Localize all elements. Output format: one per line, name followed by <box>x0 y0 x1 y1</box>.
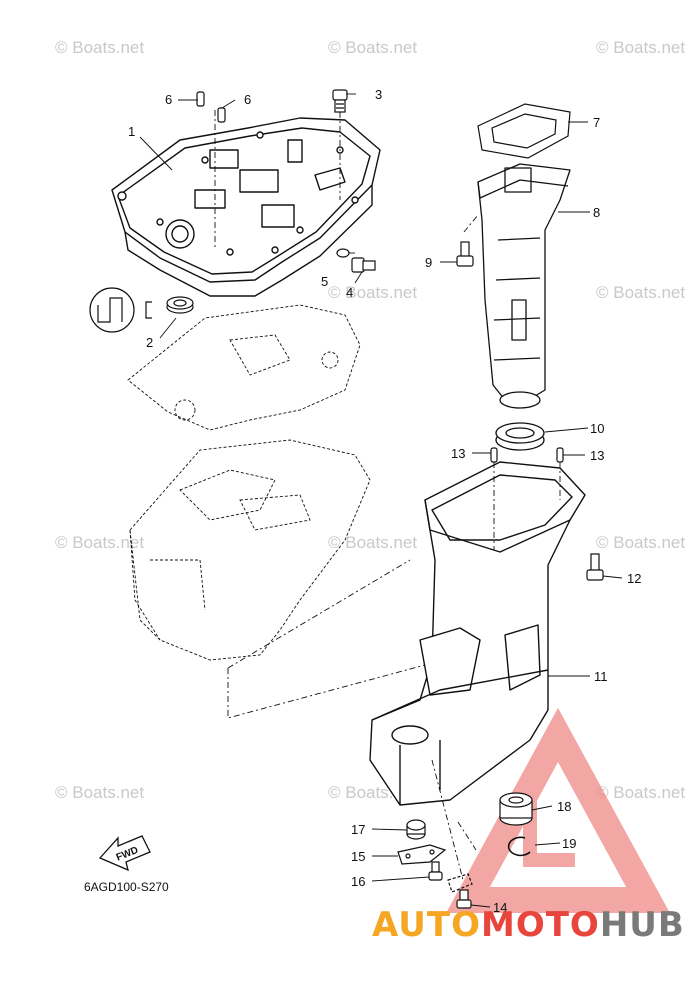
callout-label: 11 <box>594 669 608 684</box>
grommet-part <box>499 792 533 826</box>
callout-label: 15 <box>351 849 365 864</box>
grommet-small-part <box>406 819 426 840</box>
callout-label: 19 <box>562 836 576 851</box>
callout-label: 1 <box>128 124 135 139</box>
casing-gasket-outline <box>127 304 361 431</box>
casing-dashed-outline <box>129 439 371 661</box>
seal-detail-inset <box>89 287 152 333</box>
callout-label: 16 <box>351 874 365 889</box>
watermark: © Boats.net <box>55 783 144 802</box>
anode-bolt-part <box>447 873 473 909</box>
drain-plug-part <box>332 89 348 113</box>
phantom-lines <box>214 110 561 881</box>
watermark: © Boats.net <box>596 533 685 552</box>
callout-label: 17 <box>351 822 365 837</box>
callout-label: 6 <box>244 92 251 107</box>
oil-seal-part <box>166 296 194 314</box>
drawing-code: 6AGD100-S270 <box>84 880 169 894</box>
watermark: © Boats.net <box>328 283 417 302</box>
watermark: © Boats.net <box>596 283 685 302</box>
bolt-part <box>351 257 376 273</box>
svg-text:AUTOMOTOHUB: AUTOMOTOHUB <box>372 905 685 945</box>
leader-lines <box>139 93 623 908</box>
callout-label: 4 <box>346 285 353 300</box>
upper-casing-part <box>111 117 381 297</box>
callout-label: 18 <box>557 799 571 814</box>
callout-label: 5 <box>321 274 328 289</box>
callout-label: 12 <box>627 571 641 586</box>
watermark: © Boats.net <box>55 38 144 57</box>
housing-bolt-part <box>586 553 604 581</box>
rubber-seal-part <box>495 422 545 451</box>
watermark: © Boats.net <box>55 533 144 552</box>
callout-label: 8 <box>593 205 600 220</box>
guide-bolt-part <box>456 241 474 267</box>
logo-text-auto: AUTO <box>372 905 481 945</box>
plate-bolt-part <box>428 861 443 881</box>
callout-label: 7 <box>593 115 600 130</box>
exhaust-guide-part <box>477 163 571 409</box>
callout-label: 3 <box>375 87 382 102</box>
logo-text-moto: MOTO <box>481 905 600 945</box>
dowel-pin-part <box>196 91 226 123</box>
watermark: © Boats.net <box>328 38 417 57</box>
callout-label: 13 <box>451 446 465 461</box>
watermark: © Boats.net <box>596 38 685 57</box>
forward-arrow-icon: FWD <box>98 835 151 872</box>
brand-logo: AUTOMOTOHUB <box>372 905 685 945</box>
callouts: 1 2 3 4 5 6 6 7 8 9 10 11 12 13 13 14 15… <box>128 87 641 915</box>
callout-label: 10 <box>590 421 604 436</box>
logo-text-hub: HUB <box>600 905 685 945</box>
watermark: © Boats.net <box>328 533 417 552</box>
callout-label: 6 <box>165 92 172 107</box>
clip-part <box>507 836 531 857</box>
watermark: © Boats.net <box>596 783 685 802</box>
exhaust-gasket-part <box>477 103 571 159</box>
callout-label: 2 <box>146 335 153 350</box>
washer-part <box>336 248 350 258</box>
callout-label: 13 <box>590 448 604 463</box>
cover-plate-part <box>397 844 447 865</box>
callout-label: 14 <box>493 900 507 915</box>
callout-label: 9 <box>425 255 432 270</box>
drive-shaft-housing-part <box>369 461 586 806</box>
